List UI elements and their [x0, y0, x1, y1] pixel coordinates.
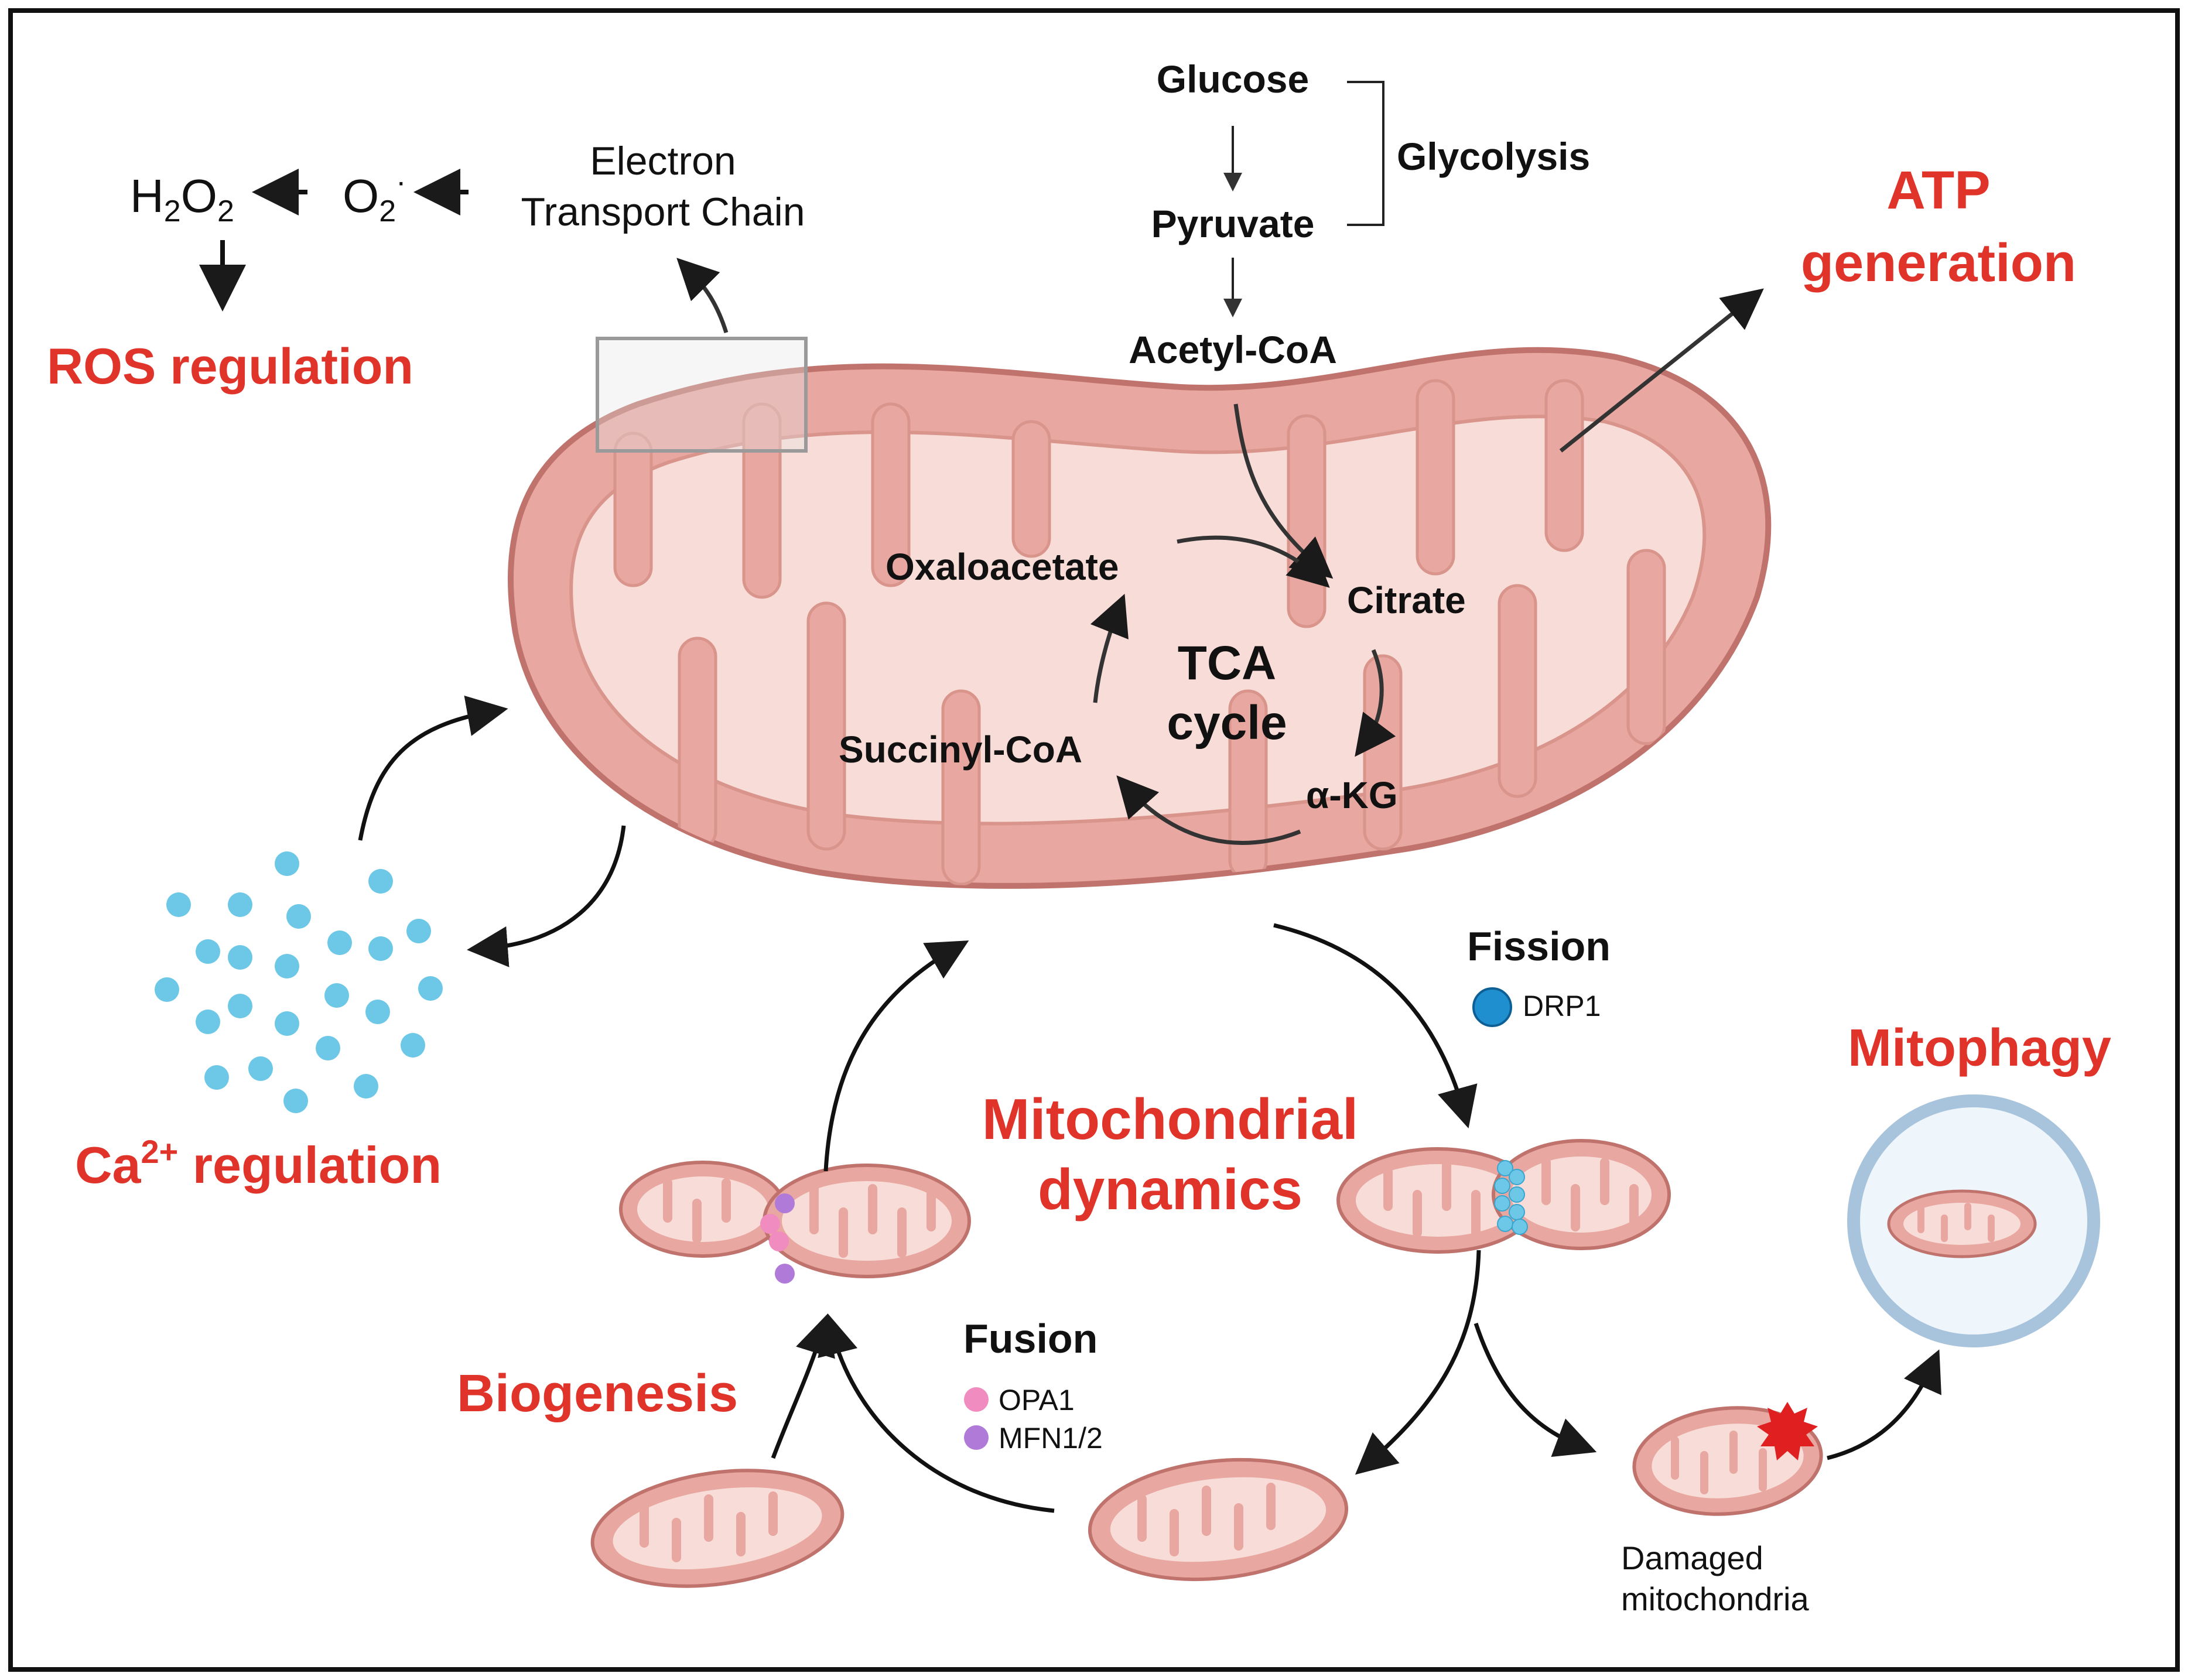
fusion-label: Fusion [963, 1316, 1098, 1361]
glycolysis-bracket [1347, 81, 1384, 226]
drp1-dot-icon [1472, 987, 1512, 1027]
succinyl-coa-label: Succinyl-CoA [839, 728, 1082, 771]
small-mitochondrion-left [590, 1469, 845, 1588]
drp1-label: DRP1 [1523, 990, 1601, 1022]
biogenesis-label: Biogenesis [457, 1364, 738, 1423]
glucose-label: Glucose [1157, 57, 1309, 101]
tca-label-line2: cycle [1167, 696, 1287, 750]
oxaloacetate-label: Oxaloacetate [886, 546, 1119, 588]
citrate-label: Citrate [1347, 579, 1466, 621]
atp-label-line1: ATP [1886, 160, 1990, 220]
mitochondrial-dynamics-label-line1: Mitochondrial [982, 1087, 1358, 1151]
damaged-mitochondrion [1632, 1402, 1823, 1516]
damaged-label-line2: mitochondria [1621, 1580, 1809, 1617]
ca-regulation-label: Ca2+ regulation [75, 1133, 442, 1194]
small-mitochondrion-middle [1088, 1457, 1349, 1582]
fission-label: Fission [1467, 923, 1611, 969]
etc-label-line2: Transport Chain [521, 190, 805, 234]
damaged-label-line1: Damaged [1621, 1539, 1763, 1576]
opa1-dot-icon [964, 1387, 989, 1412]
etc-label-line1: Electron [590, 139, 736, 183]
fusion-mitochondrion [619, 1161, 971, 1284]
mitochondrial-dynamics: Fission DRP1 Mitochondrial dynamics [619, 923, 1671, 1475]
h2o2-label: H2O2 [130, 170, 234, 228]
etc-ros-pathway: Electron Transport Chain O2· H2O2 ROS re… [47, 139, 805, 395]
atp-label-line2: generation [1801, 233, 2076, 293]
biogenesis: Biogenesis [457, 1313, 1349, 1588]
mitophagy-label: Mitophagy [1848, 1019, 2111, 1077]
atp-generation: ATP generation [1559, 160, 2076, 453]
opa1-label: OPA1 [999, 1384, 1075, 1416]
mitophagy: Mitophagy Damaged mitochondria [1621, 1019, 2111, 1617]
calcium-regulation: Ca2+ regulation [75, 695, 626, 1194]
glycolysis-pathway: Glucose Pyruvate Acetyl-CoA Glycolysis [1129, 57, 1590, 371]
damage-star-icon [1757, 1402, 1818, 1460]
mfn12-label: MFN1/2 [999, 1422, 1103, 1455]
tca-label-line1: TCA [1178, 637, 1277, 690]
glycolysis-label: Glycolysis [1397, 135, 1590, 178]
etc-zoom-box [596, 337, 808, 453]
pyruvate-label: Pyruvate [1151, 202, 1315, 245]
acetyl-coa-label: Acetyl-CoA [1129, 328, 1337, 371]
o2-superoxide-label: O2· [343, 165, 406, 228]
tca-cycle: Oxaloacetate Citrate TCA cycle Succinyl-… [839, 403, 1466, 845]
alpha-kg-label: α-KG [1306, 774, 1398, 816]
mfn12-dot-icon [964, 1425, 989, 1450]
ros-regulation-label: ROS regulation [47, 338, 413, 395]
mitochondrial-dynamics-label-line2: dynamics [1038, 1157, 1302, 1221]
fission-mitochondrion [1336, 1139, 1671, 1254]
calcium-ion-icon [155, 851, 443, 1113]
